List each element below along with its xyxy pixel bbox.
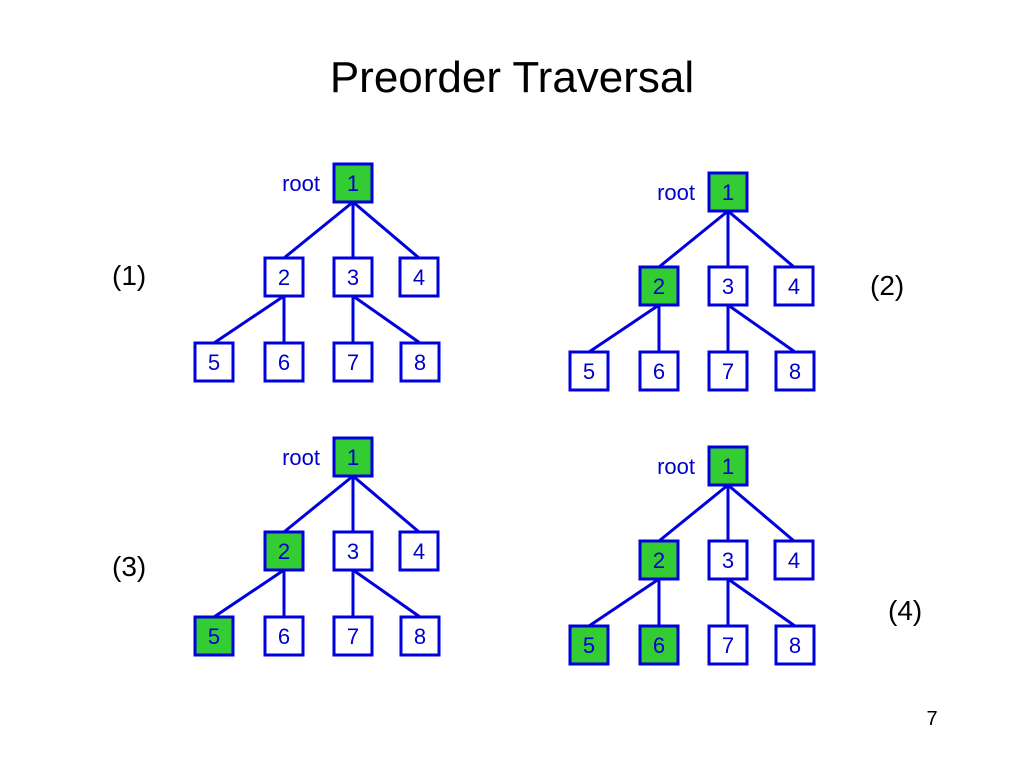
tree-node-6: 6 [263,615,305,657]
edge-2-5 [213,294,285,345]
root-label: root [657,180,695,205]
edge-1-2 [283,200,354,260]
tree-node-4: 4 [398,256,440,298]
edge-2-5 [588,303,660,354]
tree-panel-4: 1 2 3 4 5 6 7 8 root [568,445,816,666]
edge-3-8 [352,568,421,619]
svg-text:3: 3 [722,548,734,573]
page-number: 7 [926,708,938,730]
tree-node-3: 3 [707,539,749,581]
edge-3-8 [352,294,421,345]
root-label: root [282,445,320,470]
tree-node-8: 8 [774,624,816,666]
tree-node-2-visited: 2 [638,265,680,307]
tree-node-1-visited: 1 [332,162,374,204]
svg-text:2: 2 [653,548,665,573]
tree-node-4: 4 [773,539,815,581]
tree-node-6: 6 [263,341,305,383]
svg-text:4: 4 [413,539,425,564]
svg-text:6: 6 [278,350,290,375]
svg-text:7: 7 [722,633,734,658]
svg-text:7: 7 [347,624,359,649]
svg-text:4: 4 [788,548,800,573]
svg-text:7: 7 [347,350,359,375]
svg-text:4: 4 [413,265,425,290]
edge-1-4 [352,474,420,534]
edge-1-4 [727,209,795,269]
tree-node-2: 2 [263,256,305,298]
tree-node-1-visited: 1 [707,171,749,213]
svg-text:5: 5 [208,350,220,375]
step-label-3: (3) [112,551,147,582]
tree-node-8: 8 [399,615,441,657]
tree-node-8: 8 [774,350,816,392]
svg-text:1: 1 [347,445,359,470]
tree-node-5-visited: 5 [568,624,610,666]
tree-panel-3: 1 2 3 4 5 6 7 8 root [193,436,441,657]
svg-text:3: 3 [722,274,734,299]
svg-text:8: 8 [414,624,426,649]
tree-node-2-visited: 2 [638,539,680,581]
edge-1-4 [352,200,420,260]
edge-1-2 [658,483,729,543]
tree-node-3: 3 [332,530,374,572]
svg-text:5: 5 [583,359,595,384]
tree-panel-2: 1 2 3 4 5 6 7 8 root [568,171,816,392]
svg-text:6: 6 [278,624,290,649]
svg-text:2: 2 [278,265,290,290]
tree-node-5: 5 [193,341,235,383]
edge-3-8 [727,577,796,628]
svg-text:1: 1 [347,171,359,196]
edge-1-4 [727,483,795,543]
svg-text:3: 3 [347,265,359,290]
tree-panel-1: 1 2 3 4 5 6 7 8 root [193,162,441,383]
svg-text:4: 4 [788,274,800,299]
svg-text:7: 7 [722,359,734,384]
svg-text:8: 8 [789,633,801,658]
root-label: root [657,454,695,479]
tree-node-5-visited: 5 [193,615,235,657]
svg-text:1: 1 [722,454,734,479]
tree-node-4: 4 [398,530,440,572]
step-label-1: (1) [112,260,147,291]
edge-1-2 [658,209,729,269]
tree-node-7: 7 [332,341,374,383]
tree-node-1-visited: 1 [707,445,749,487]
tree-node-6: 6 [638,350,680,392]
edge-2-5 [213,568,285,619]
step-label-2: (2) [870,270,905,301]
tree-node-5: 5 [568,350,610,392]
root-label: root [282,171,320,196]
tree-node-6-visited: 6 [638,624,680,666]
svg-text:6: 6 [653,633,665,658]
slide-title: Preorder Traversal [329,53,695,102]
edge-2-5 [588,577,660,628]
tree-node-4: 4 [773,265,815,307]
svg-text:6: 6 [653,359,665,384]
edge-1-2 [283,474,354,534]
tree-node-3: 3 [332,256,374,298]
tree-node-7: 7 [332,615,374,657]
svg-text:2: 2 [653,274,665,299]
svg-text:5: 5 [583,633,595,658]
svg-text:2: 2 [278,539,290,564]
tree-node-1-visited: 1 [332,436,374,478]
svg-text:3: 3 [347,539,359,564]
tree-node-7: 7 [707,350,749,392]
edge-3-8 [727,303,796,354]
svg-text:1: 1 [722,180,734,205]
tree-node-8: 8 [399,341,441,383]
tree-node-2-visited: 2 [263,530,305,572]
svg-text:5: 5 [208,624,220,649]
tree-node-3: 3 [707,265,749,307]
svg-text:8: 8 [414,350,426,375]
tree-node-7: 7 [707,624,749,666]
step-label-4: (4) [888,595,923,626]
svg-text:8: 8 [789,359,801,384]
